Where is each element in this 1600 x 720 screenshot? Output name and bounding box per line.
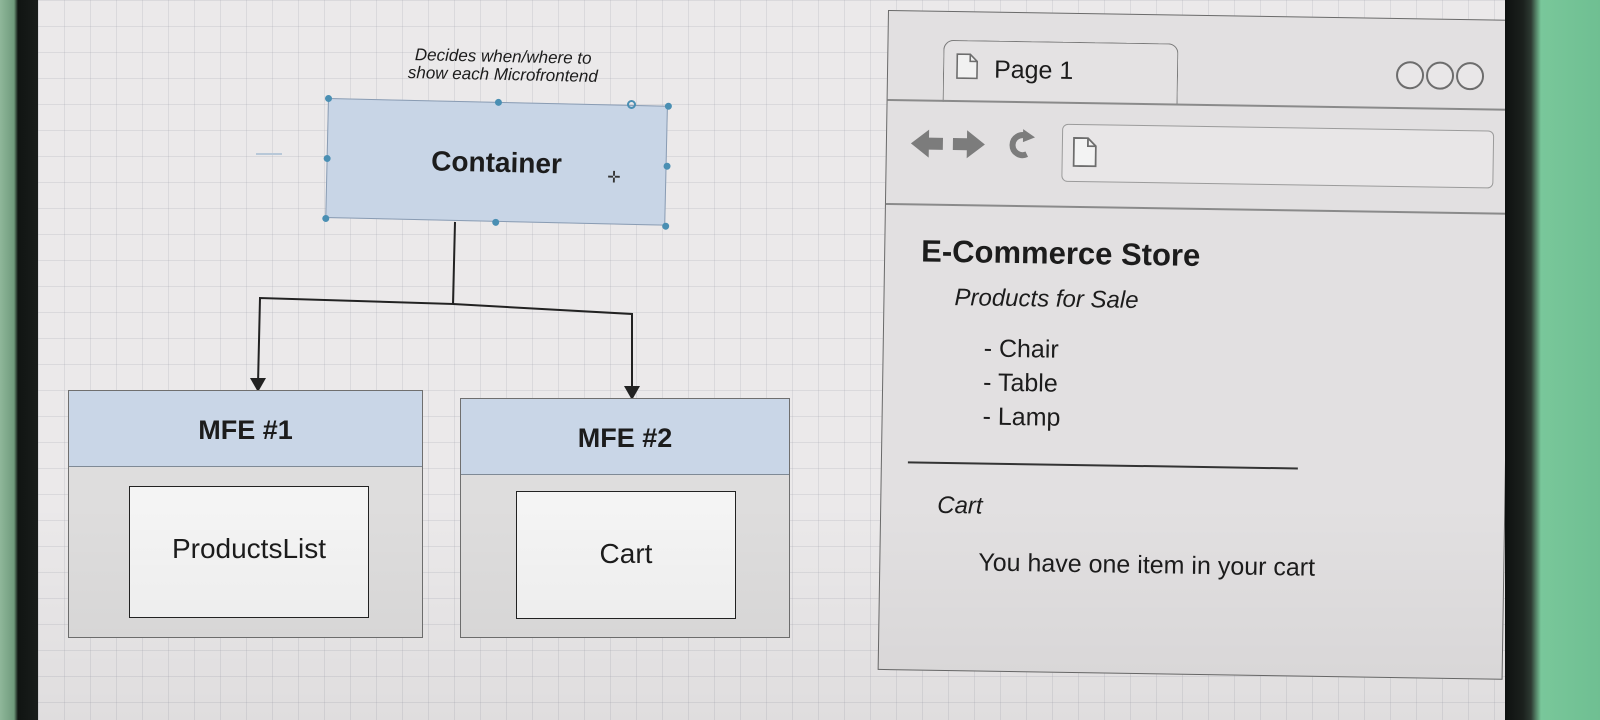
container-box[interactable]: Container ✛ (322, 94, 672, 230)
mfe-1-title: MFE #1 (198, 415, 293, 445)
store-title: E-Commerce Store (920, 233, 1201, 273)
window-controls[interactable] (1395, 60, 1485, 91)
browser-mockup[interactable]: Page 1 (877, 10, 1508, 692)
mfe-2-title: MFE #2 (577, 423, 673, 453)
arrowhead-icon (624, 386, 640, 400)
resize-handle[interactable] (494, 98, 503, 106)
browser-frame: Page 1 (877, 10, 1508, 680)
reload-icon[interactable] (1009, 129, 1036, 159)
products-heading: Products for Sale (954, 284, 1139, 314)
screen-bezel-left (0, 0, 40, 720)
tab-bar-line (887, 99, 1508, 111)
nav-buttons (910, 129, 1036, 159)
connector-path (452, 303, 633, 392)
product-item: - Lamp (982, 402, 1061, 432)
mfe-1-box[interactable]: MFE #1 ProductsList (68, 390, 423, 638)
page-icon (956, 53, 979, 80)
plus-icon[interactable]: ✛ (607, 169, 621, 187)
product-item: - Chair (983, 334, 1059, 364)
window-circle-icon[interactable] (1425, 61, 1455, 90)
nav-bar-line (885, 202, 1508, 215)
arrowhead-icon (250, 378, 266, 392)
cart-heading: Cart (937, 491, 983, 520)
browser-tab[interactable]: Page 1 (942, 39, 1179, 106)
resize-handle[interactable] (324, 94, 333, 103)
screen-bezel-right (1505, 0, 1600, 720)
products-list-label: ProductsList (171, 533, 327, 564)
section-divider (907, 461, 1298, 470)
page-icon (1072, 137, 1097, 168)
forward-arrow-icon[interactable] (952, 130, 985, 159)
resize-handle[interactable] (664, 102, 672, 110)
cart-message: You have one item in your cart (978, 548, 1316, 582)
window-circle-icon[interactable] (1455, 61, 1485, 91)
window-circle-icon[interactable] (1395, 60, 1425, 90)
cart-box[interactable]: Cart (516, 491, 736, 619)
mfe-2-box[interactable]: MFE #2 Cart (460, 398, 790, 638)
diagram-canvas[interactable]: Decides when/where to show each Microfro… (38, 0, 1508, 720)
cart-label: Cart (599, 538, 653, 569)
rotate-handle-icon[interactable] (627, 100, 636, 109)
products-list-box[interactable]: ProductsList (129, 486, 369, 618)
back-arrow-icon[interactable] (910, 129, 943, 158)
mfe-2-header: MFE #2 (461, 399, 789, 475)
product-item: - Table (982, 368, 1058, 398)
tab-label: Page 1 (993, 55, 1074, 85)
mfe-1-header: MFE #1 (69, 391, 422, 467)
connector-path (257, 221, 456, 385)
address-bar[interactable] (1061, 123, 1495, 189)
